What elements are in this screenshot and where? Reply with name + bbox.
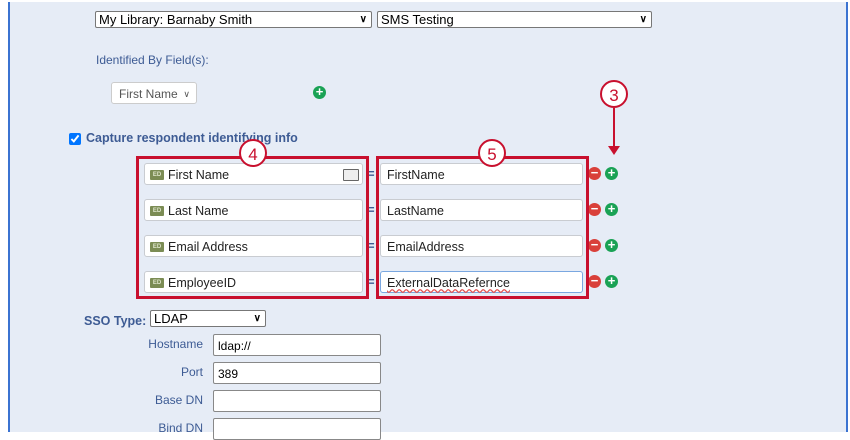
sso-field-value: ldap://: [218, 339, 251, 353]
sso-field-label: Base DN: [154, 393, 203, 407]
callout-badge-4: 4: [239, 139, 267, 167]
callout-arrow: [613, 108, 615, 148]
sso-type-label: SSO Type:: [84, 314, 147, 328]
sso-type-select[interactable]: LDAP ∨: [150, 310, 266, 327]
add-row-button[interactable]: +: [605, 166, 618, 180]
add-row-button[interactable]: +: [605, 202, 618, 216]
mapping-field-name: First Name: [168, 168, 230, 182]
library-select-value: My Library: Barnaby Smith: [99, 12, 253, 27]
mapping-value: EmailAddress: [387, 240, 465, 254]
embedded-data-icon: ED: [150, 170, 164, 180]
sso-field-label: Bind DN: [158, 421, 203, 435]
callout-box-4: [136, 156, 369, 299]
arrow-head-icon: [608, 146, 620, 155]
mapping-field[interactable]: ED Last Name: [144, 199, 363, 221]
mapping-value-input[interactable]: FirstName: [380, 163, 583, 185]
sso-field-input[interactable]: [213, 390, 381, 412]
mapping-field-name: Email Address: [168, 240, 248, 254]
identified-by-dropdown[interactable]: First Name ∨: [111, 82, 197, 104]
capture-checkbox[interactable]: [69, 133, 81, 145]
mapping-value-input[interactable]: LastName: [380, 199, 583, 221]
equals-sign: =: [367, 202, 375, 217]
mapping-field-name: EmployeeID: [168, 276, 237, 290]
sso-field-input[interactable]: ldap://: [213, 334, 381, 356]
sso-field-input[interactable]: [213, 418, 381, 440]
mapping-field[interactable]: ED EmployeeID: [144, 271, 363, 293]
add-row-button[interactable]: +: [605, 238, 618, 252]
chevron-down-icon: ∨: [253, 313, 261, 324]
sso-field-value: 389: [218, 367, 239, 381]
survey-select[interactable]: SMS Testing ∨: [377, 11, 652, 28]
add-identifier-button[interactable]: +: [313, 85, 326, 99]
sso-field-input[interactable]: 389: [213, 362, 381, 384]
survey-select-value: SMS Testing: [381, 12, 454, 27]
mapping-value-input[interactable]: ExternalDataRefernce: [380, 271, 583, 293]
remove-row-button[interactable]: −: [588, 202, 601, 216]
callout-box-5: [376, 156, 589, 299]
remove-row-button[interactable]: −: [588, 238, 601, 252]
remove-row-button[interactable]: −: [588, 166, 601, 180]
sso-type-value: LDAP: [154, 311, 188, 326]
mapping-value: LastName: [387, 204, 444, 218]
capture-label: Capture respondent identifying info: [86, 131, 298, 145]
remove-row-button[interactable]: −: [588, 274, 601, 288]
callout-badge-3: 3: [600, 80, 628, 108]
sso-field-label: Hostname: [148, 337, 203, 351]
callout-badge-5: 5: [478, 139, 506, 167]
mapping-value: ExternalDataRefernce: [387, 276, 510, 290]
sso-field-label: Port: [180, 365, 203, 379]
chevron-down-icon: ∨: [359, 14, 367, 25]
chevron-down-icon: ∨: [639, 14, 647, 25]
equals-sign: =: [367, 238, 375, 253]
embedded-data-icon: ED: [150, 206, 164, 216]
identified-by-label: Identified By Field(s):: [96, 53, 209, 67]
add-row-button[interactable]: +: [605, 274, 618, 288]
mapping-field[interactable]: ED Email Address: [144, 235, 363, 257]
equals-sign: =: [367, 274, 375, 289]
library-select[interactable]: My Library: Barnaby Smith ∨: [95, 11, 372, 28]
mapping-value: FirstName: [387, 168, 445, 182]
chevron-down-icon: ∨: [183, 89, 190, 99]
equals-sign: =: [367, 166, 375, 181]
contact-card-icon[interactable]: [343, 169, 359, 181]
mapping-field-name: Last Name: [168, 204, 229, 218]
embedded-data-icon: ED: [150, 278, 164, 288]
mapping-value-input[interactable]: EmailAddress: [380, 235, 583, 257]
identified-by-value: First Name: [119, 87, 178, 101]
embedded-data-icon: ED: [150, 242, 164, 252]
